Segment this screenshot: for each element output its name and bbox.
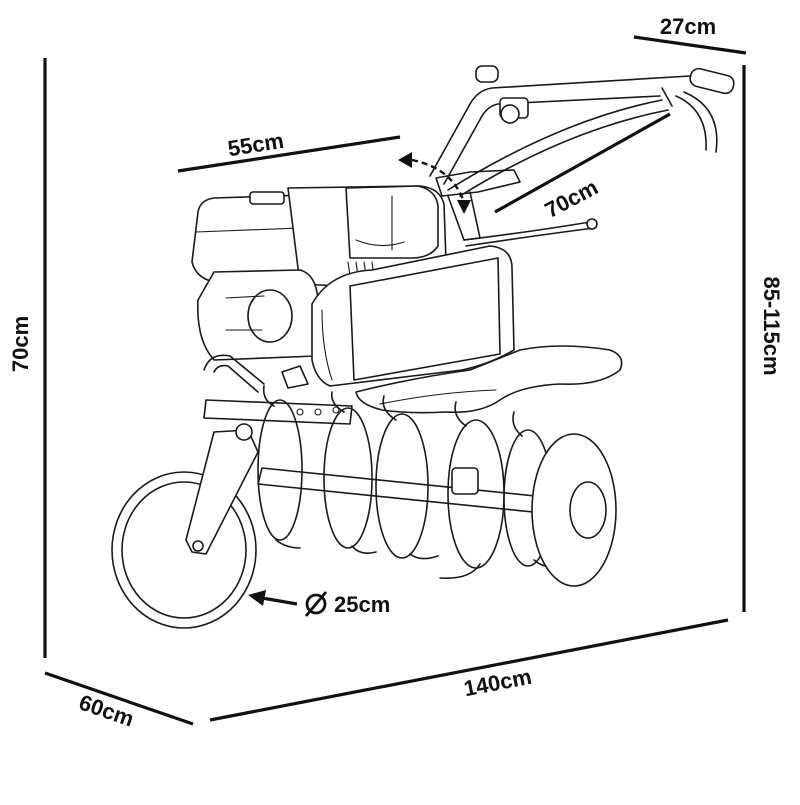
tine-shaft [257,467,575,517]
wheel-diameter-label: 25cm [334,592,390,617]
handle-width-line [633,35,747,55]
diameter-pointer-arrow [248,590,298,606]
transmission-housing [311,245,515,387]
fender [355,345,623,414]
right-grip [689,67,735,95]
tiller-illustration [111,65,735,629]
dimension-lines [43,35,747,726]
tine-set-1 [257,385,303,549]
side-disc [531,433,617,587]
front-frame [203,354,353,425]
height-label: 70cm [8,316,33,372]
tines [257,385,561,580]
shaft-coupling [451,467,479,495]
fuel-cap [249,191,285,205]
depth-bar-clamp [281,365,309,389]
depth-label: 60cm [76,690,137,732]
engine-length-line [177,135,401,173]
handle-height-label: 85-115cm [759,276,784,375]
handle-column [435,169,598,247]
recoil-starter [197,269,319,361]
starter-cap [247,289,293,343]
handle-width-label: 27cm [660,14,716,39]
handlebar [429,65,735,197]
handle-length-line [494,112,671,214]
left-grip [475,65,499,83]
tine-set-2 [323,391,377,554]
total-length-line [209,618,729,722]
engine-block [287,185,447,293]
depth-line [44,671,194,726]
throttle-lever [675,95,707,151]
diameter-icon [304,591,328,617]
gear-lever [463,221,591,241]
transport-wheel [111,423,259,629]
tine-set-3 [375,395,439,560]
